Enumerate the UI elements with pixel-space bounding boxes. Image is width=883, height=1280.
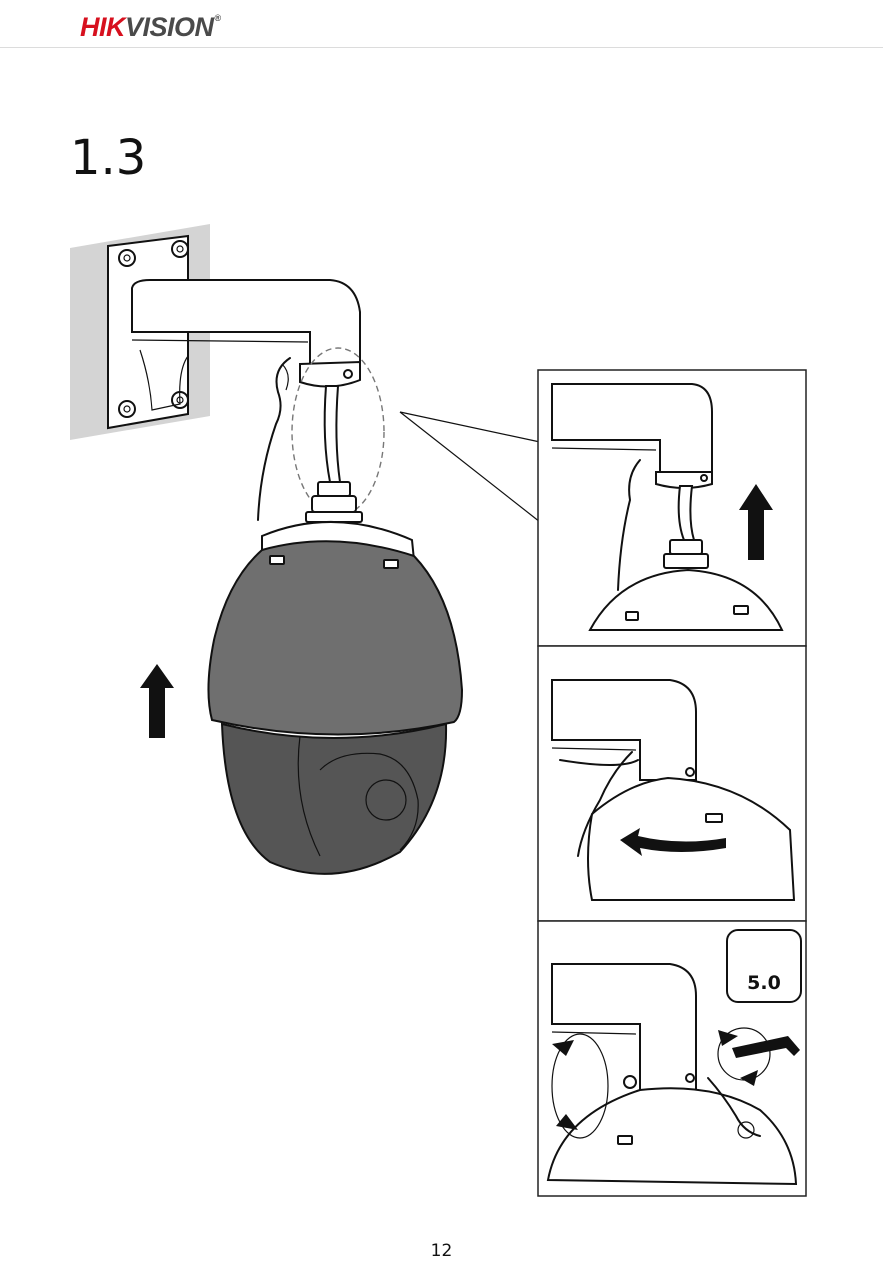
- cable: [325, 386, 340, 482]
- lift-arrow-icon: [140, 664, 174, 738]
- dome-housing: [208, 541, 462, 734]
- detail-panel-lift: [538, 370, 806, 646]
- page-number: 12: [0, 1241, 883, 1261]
- main-illustration: [70, 224, 540, 874]
- detail-panel-rotate: [538, 646, 806, 921]
- safety-rope: [258, 358, 290, 520]
- tool-size-label: 5.0: [726, 972, 802, 994]
- camera-lower-dome: [222, 724, 446, 874]
